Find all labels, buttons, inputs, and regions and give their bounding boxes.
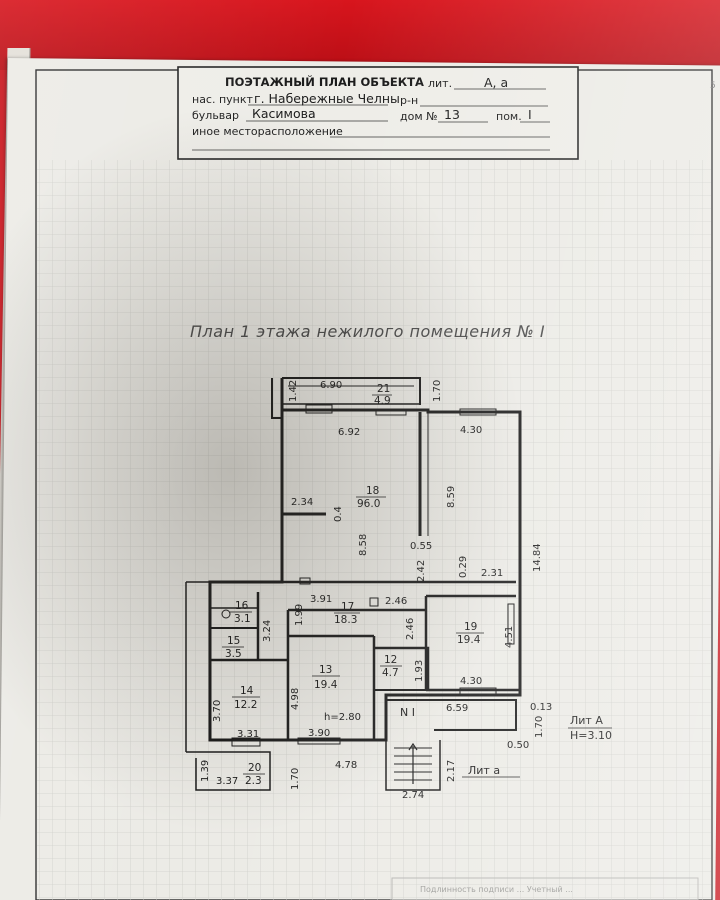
header-box: ПОЭТАЖНЫЙ ПЛАН ОБЪЕКТА лит. А, а нас. пу… xyxy=(177,66,579,160)
room-20: 20 2.3 xyxy=(243,762,265,787)
room-13: 13 19.4 xyxy=(312,664,340,691)
svg-text:19: 19 xyxy=(464,621,477,633)
premise-value: I xyxy=(528,107,532,122)
room-12: 12 4.7 xyxy=(380,654,402,679)
dim-1484: 14.84 xyxy=(532,543,543,572)
dim-430b: 4.30 xyxy=(460,676,482,687)
svg-text:12: 12 xyxy=(384,654,397,666)
dim-274: 2.74 xyxy=(402,790,424,801)
dim-692: 6.92 xyxy=(338,427,360,438)
dim-199: 1.99 xyxy=(294,604,305,626)
dim-050: 0.50 xyxy=(507,740,529,751)
dim-478: 4.78 xyxy=(335,760,357,771)
grid-paper xyxy=(37,160,711,900)
dim-04: 0.4 xyxy=(333,506,344,522)
dim-246a: 2.46 xyxy=(385,596,407,607)
dim-142: 1.42 xyxy=(288,380,299,402)
dim-337: 3.37 xyxy=(216,776,238,787)
room-17: 17 18.3 xyxy=(334,601,360,626)
height-label: h=2.80 xyxy=(324,712,361,723)
lit-a-height-label: H=3.10 xyxy=(570,729,612,742)
svg-text:96.0: 96.0 xyxy=(357,498,380,510)
svg-text:19.4: 19.4 xyxy=(457,634,481,646)
dim-231: 2.31 xyxy=(481,568,503,579)
house-label: дом № xyxy=(400,110,438,123)
dim-170b: 1.70 xyxy=(534,716,545,738)
svg-text:17: 17 xyxy=(341,601,354,613)
dim-370: 3.70 xyxy=(212,700,223,722)
dim-170c: 1.70 xyxy=(290,768,301,790)
dim-246b: 2.46 xyxy=(405,618,416,640)
lit-a-big-label: Лит А xyxy=(570,714,603,727)
svg-text:18.3: 18.3 xyxy=(334,614,357,626)
svg-text:13: 13 xyxy=(319,664,332,676)
page-number: 5 xyxy=(710,81,716,91)
room-14: 14 12.2 xyxy=(232,685,260,711)
room-21: 21 4.9 xyxy=(372,383,392,407)
dim-139: 1.39 xyxy=(200,760,211,782)
entrance-label: N I xyxy=(400,706,415,719)
lit-value: А, а xyxy=(484,75,508,90)
floor-plan xyxy=(185,377,522,791)
room-15: 15 3.5 xyxy=(222,635,244,660)
premise-label: пом. xyxy=(496,110,522,123)
svg-text:12.2: 12.2 xyxy=(234,699,257,711)
svg-text:18: 18 xyxy=(366,485,379,497)
dim-242: 2.42 xyxy=(416,560,427,582)
dim-498: 4.98 xyxy=(290,688,301,710)
svg-text:4.9: 4.9 xyxy=(374,395,391,407)
dim-331: 3.31 xyxy=(237,729,259,740)
dim-013: 0.13 xyxy=(530,702,552,713)
dim-859: 8.59 xyxy=(446,486,457,508)
dim-217: 2.17 xyxy=(446,760,457,782)
svg-text:19.4: 19.4 xyxy=(314,679,338,691)
dim-029: 0.29 xyxy=(458,556,469,578)
dim-451: 4.51 xyxy=(504,626,515,648)
dim-055: 0.55 xyxy=(410,541,432,552)
lit-label: лит. xyxy=(428,77,452,90)
svg-text:14: 14 xyxy=(240,685,254,697)
dim-690: 6.90 xyxy=(320,380,342,391)
svg-text:2.3: 2.3 xyxy=(245,775,262,787)
svg-text:3.1: 3.1 xyxy=(234,613,251,625)
svg-text:21: 21 xyxy=(377,383,390,395)
other-location-label: иное месторасположение xyxy=(192,125,343,138)
svg-text:15: 15 xyxy=(227,635,240,647)
dim-390: 3.90 xyxy=(308,728,330,739)
settlement-value: г. Набережные Челны xyxy=(254,91,400,106)
dim-391: 3.91 xyxy=(310,594,332,605)
house-value: 13 xyxy=(444,107,460,122)
dim-858: 8.58 xyxy=(358,534,369,556)
room-16: 16 3.1 xyxy=(230,600,252,625)
street-label: бульвар xyxy=(192,109,239,122)
dim-324: 3.24 xyxy=(262,620,273,642)
room-19: 19 19.4 xyxy=(456,621,484,646)
settlement-label: нас. пункт xyxy=(192,93,254,106)
plan-title: План 1 этажа нежилого помещения № I xyxy=(190,322,545,341)
bottom-stamp xyxy=(391,877,699,900)
dim-659: 6.59 xyxy=(446,703,468,714)
dim-193: 1.93 xyxy=(414,660,425,682)
svg-text:16: 16 xyxy=(235,600,249,612)
district-label: р-н xyxy=(400,94,418,107)
street-value: Касимова xyxy=(252,106,316,121)
dim-170a: 1.70 xyxy=(432,380,443,402)
svg-text:4.7: 4.7 xyxy=(382,667,399,679)
dim-234: 2.34 xyxy=(291,497,313,508)
room-18: 18 96.0 xyxy=(356,485,386,510)
svg-text:20: 20 xyxy=(248,762,261,774)
stamp-text: Подлинность подписи ... Учетный ... xyxy=(420,885,573,894)
header-title: ПОЭТАЖНЫЙ ПЛАН ОБЪЕКТА xyxy=(225,74,424,89)
lit-a-small-label: Лит а xyxy=(468,764,500,777)
svg-text:3.5: 3.5 xyxy=(225,648,242,660)
dim-430a: 4.30 xyxy=(460,425,482,436)
